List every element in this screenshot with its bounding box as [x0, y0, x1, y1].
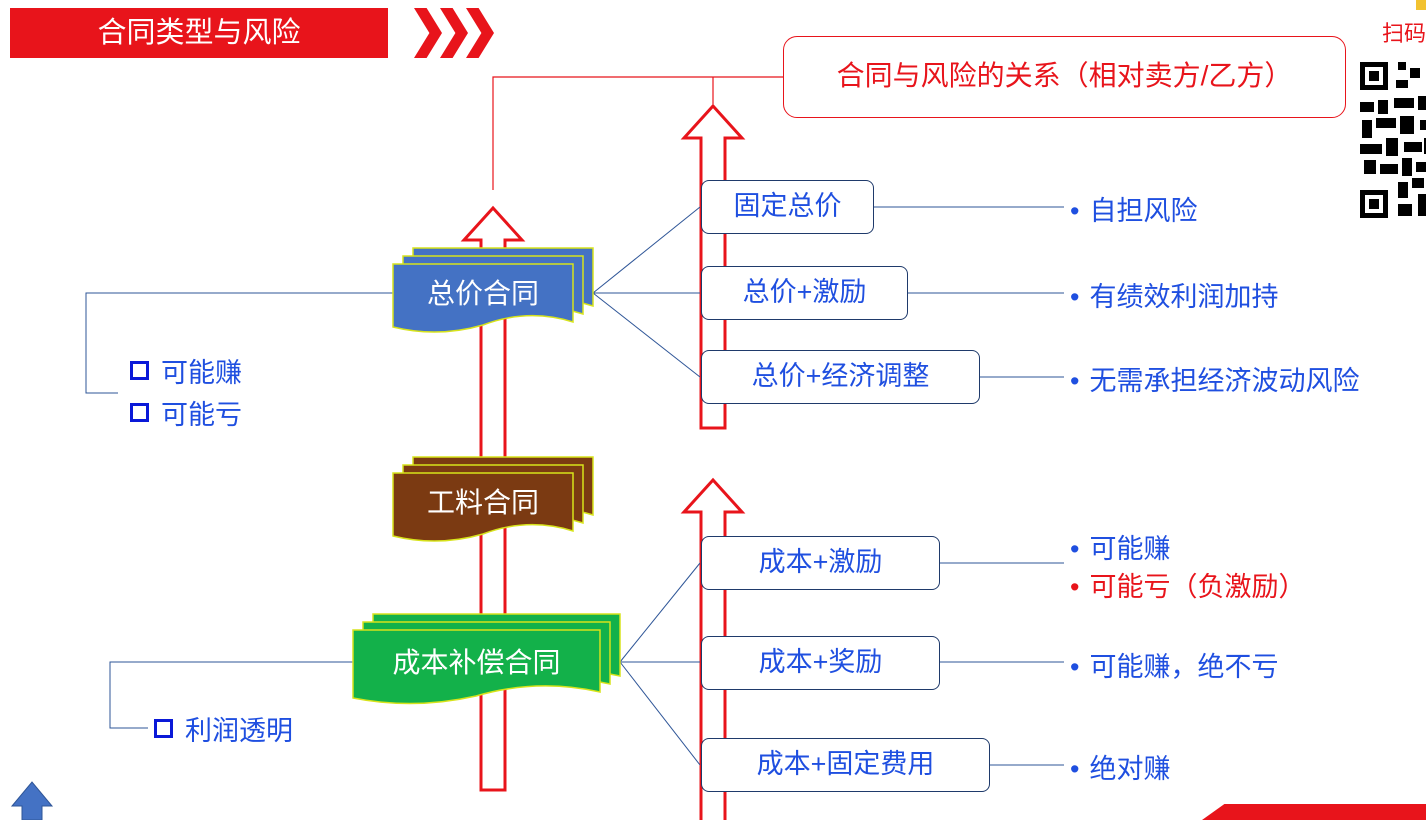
fixed-price-economic-bullet: •无需承担经济波动风险	[1070, 366, 1360, 396]
cost-connectors	[109, 562, 1064, 766]
cost-plus-fixed-fee-box: 成本+固定费用	[701, 738, 990, 792]
cost-note: 利润透明	[154, 709, 293, 748]
cost-plus-award-box: 成本+奖励	[701, 636, 940, 690]
fixed-price-connectors	[85, 206, 1064, 394]
scan-label: 扫码	[1382, 21, 1426, 46]
relation-box: 合同与风险的关系（相对卖方/乙方）	[783, 36, 1346, 118]
blue-up-arrow-icon	[10, 781, 54, 820]
title-banner	[10, 8, 388, 58]
checkbox-icon	[154, 719, 173, 738]
cost-fixed-fee-bullet: •绝对赚	[1070, 754, 1171, 784]
cost-reimbursable-stack	[352, 613, 621, 705]
fixed-price-economic-adjustment-box: 总价+经济调整	[701, 350, 980, 404]
fixed-price-type-box: 固定总价	[701, 180, 874, 234]
relation-connector	[492, 76, 783, 190]
fixed-price-bullet: •自担风险	[1070, 196, 1198, 226]
checkbox-icon	[130, 403, 149, 422]
cost-incentive-negative-bullet: •可能亏（负激励）	[1070, 572, 1306, 602]
cost-reimbursable-contract-label: 成本补偿合同	[392, 647, 561, 678]
accent-tab	[1416, 0, 1426, 10]
fixed-price-note: 可能赚	[130, 351, 242, 390]
page-title: 合同类型与风险	[97, 17, 301, 49]
corner-accent	[1202, 804, 1426, 820]
qr-code-icon[interactable]	[1358, 58, 1426, 220]
cost-award-bullet: •可能赚，绝不亏	[1070, 652, 1279, 682]
time-material-contract-label: 工料合同	[426, 487, 539, 518]
fixed-price-contract-label: 总价合同	[426, 278, 539, 309]
fixed-price-incentive-box: 总价+激励	[701, 266, 908, 320]
cost-plus-incentive-box: 成本+激励	[701, 536, 940, 590]
fixed-price-incentive-bullet: •有绩效利润加持	[1070, 282, 1279, 312]
checkbox-icon	[130, 361, 149, 380]
fixed-price-note: 可能亏	[130, 393, 242, 432]
fixed-price-stack	[392, 247, 594, 333]
cost-incentive-bullet: •可能赚	[1070, 534, 1171, 564]
time-material-stack	[392, 456, 594, 542]
